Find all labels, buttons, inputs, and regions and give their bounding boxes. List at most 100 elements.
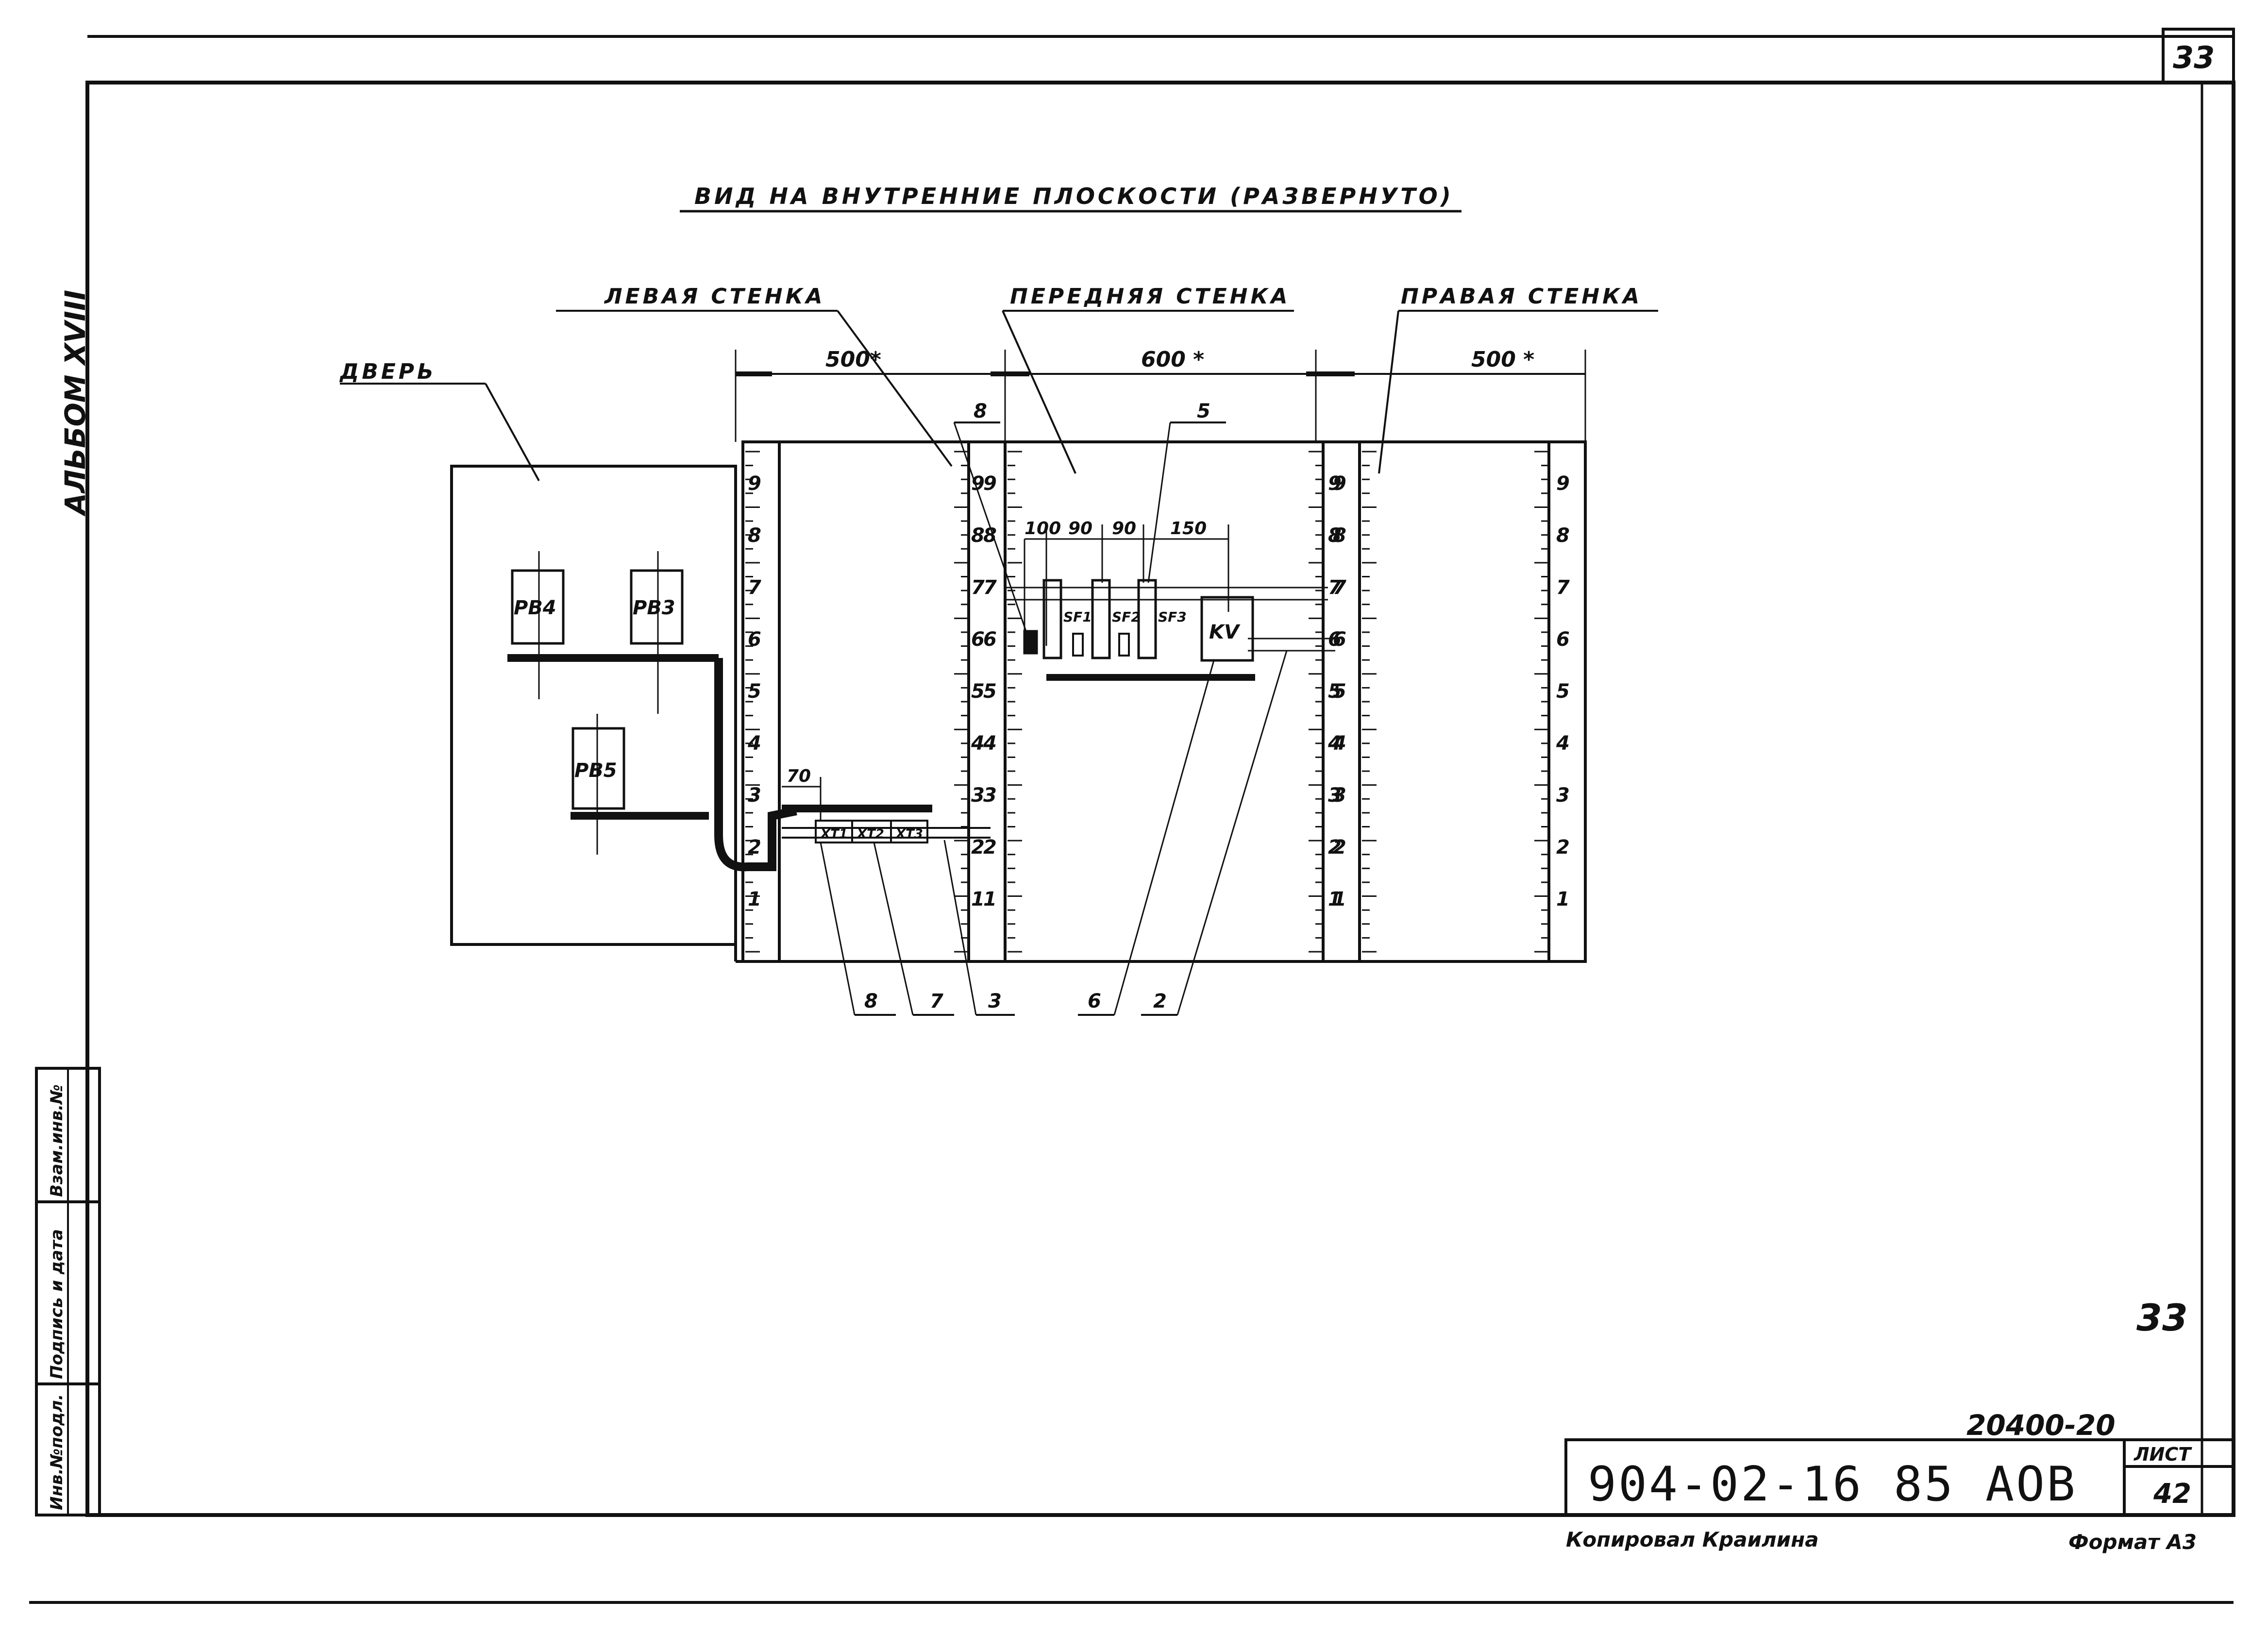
left-door-rail-number: 8 [748,524,761,547]
dim-90-b: 90 [1112,519,1136,539]
front-left-rail-number: 5 [983,680,997,703]
drawing-frame [85,81,2235,1517]
right-left-rail-number: 4 [1332,732,1346,755]
copied-by: Копировал Краилина [1566,1528,1819,1551]
front-right-rail-number: 5 [1328,680,1342,703]
terminal-xt3-label: ХТ3 [895,827,923,842]
left-door-rail-number: 4 [747,732,761,755]
front-right-rail-number: 2 [1328,836,1342,859]
front-right-rail-number: 1 [1328,888,1342,910]
breaker-sf1-handle [1072,633,1084,657]
left-door-rail-number: 7 [748,576,761,599]
relay-kv [1200,596,1254,662]
callout-bottom-7: 7 [930,990,943,1012]
title-block [1564,1438,2235,1516]
right-wall-label: ПРАВАЯ СТЕНКА [1401,284,1642,309]
right-wall-rail-number: 8 [1556,524,1570,547]
left-door-rail-number: 5 [748,680,761,703]
dim-70: 70 [787,766,811,786]
device-pb4-label: РВ4 [514,597,556,619]
width-left: 500* [825,347,881,372]
front-left-rail-number: 3 [983,784,997,807]
front-left-rail-number: 6 [983,628,997,651]
right-left-rail-number: 5 [1333,680,1346,703]
front-right-rail-number: 7 [1328,576,1342,599]
callout-top-8: 8 [974,400,987,422]
right-left-rail-number: 9 [1333,472,1346,495]
callout-bottom-8: 8 [864,990,878,1012]
dim-150: 150 [1170,519,1207,539]
cabinet-unfolded [741,440,1587,963]
left-wall-rail-number: 6 [971,628,985,651]
sheet-number: 42 [2153,1478,2191,1510]
stamp-replaces-inv: Взам.инв.№ [47,1084,67,1197]
front-left-rail-number: 4 [983,732,997,755]
terminal-small [1023,630,1038,655]
width-front: 600 * [1141,347,1204,372]
right-wall-rail-number: 4 [1556,732,1570,755]
right-wall-rail-number: 2 [1556,836,1570,859]
album-label: АЛЬБОМ XVIII [59,290,92,517]
breaker-sf2-handle [1118,633,1130,657]
front-right-rail-number: 8 [1328,524,1342,547]
terminal-xt2-label: ХТ2 [856,827,884,842]
right-wall-rail-number: 6 [1556,628,1570,651]
callout-top-5: 5 [1197,400,1210,422]
right-wall-rail-number: 9 [1556,472,1570,495]
right-wall-rail-number: 1 [1556,888,1570,910]
terminal-xt1-label: ХТ1 [820,827,848,842]
device-pb5-label: РВ5 [574,759,617,782]
left-wall-rail-number: 9 [971,472,985,495]
left-wall-rail-number: 4 [971,732,985,755]
stamp-inv-no: Инв.№подл. [47,1394,67,1510]
sheet-label: ЛИСТ [2134,1444,2192,1465]
door-label: ДВЕРЬ [339,359,437,384]
front-left-rail-number: 1 [983,888,997,910]
callout-bottom-2: 2 [1153,990,1167,1012]
front-left-rail-number: 9 [983,472,997,495]
left-wall-rail-number: 7 [971,576,985,599]
breaker-sf1-body [1042,579,1062,659]
left-wall-rail-number: 1 [971,888,985,910]
sheet-format: Формат А3 [2068,1530,2197,1554]
left-wall-rail-number: 5 [971,680,985,703]
right-left-rail-number: 7 [1333,576,1346,599]
left-door-rail-number: 3 [748,784,761,807]
relay-kv-label: KV [1209,621,1241,643]
left-door-rail-number: 1 [748,888,761,910]
right-left-rail-number: 6 [1333,628,1346,651]
left-wall-rail-number: 3 [971,784,985,807]
right-wall-rail-number: 3 [1556,784,1570,807]
callout-bottom-3: 3 [988,990,1002,1012]
left-door-rail-number: 6 [748,628,761,651]
terminal-xt3 [890,820,928,843]
front-left-rail-number: 7 [983,576,997,599]
device-pb3 [630,569,684,645]
right-wall-rail-number: 5 [1556,680,1570,703]
corner-sheet-number: 33 [2173,40,2215,75]
breaker-sf1-label: SF1 [1063,609,1092,625]
front-wall-label: ПЕРЕДНЯЯ СТЕНКА [1010,284,1290,309]
front-right-rail-number: 9 [1328,472,1342,495]
registration-number: 20400-20 [1966,1409,2116,1442]
dim-90-a: 90 [1068,519,1092,539]
device-pb4 [511,569,565,645]
breaker-sf3-label: SF3 [1158,609,1187,625]
front-right-rail-number: 3 [1328,784,1342,807]
front-left-rail-number: 2 [983,836,997,859]
front-left-rail-number: 8 [983,524,997,547]
mounting-rails [778,442,1550,961]
left-door-rail-number: 2 [748,836,761,859]
right-wall-rail-number: 7 [1556,576,1570,599]
width-right: 500 * [1471,347,1534,372]
handwritten-page-number: 33 [2136,1296,2188,1339]
device-pb3-label: РВ3 [633,597,675,619]
breaker-sf2-body [1091,579,1111,659]
left-wall-rail-number: 2 [971,836,985,859]
right-left-rail-number: 8 [1333,524,1346,547]
left-wall-label: ЛЕВАЯ СТЕНКА [604,284,825,309]
breaker-sf2-label: SF2 [1112,609,1141,625]
drawing-title: ВИД НА ВНУТРЕННИЕ ПЛОСКОСТИ (РАЗВЕРНУТО) [694,183,1454,209]
corner-number-box [2162,28,2235,84]
